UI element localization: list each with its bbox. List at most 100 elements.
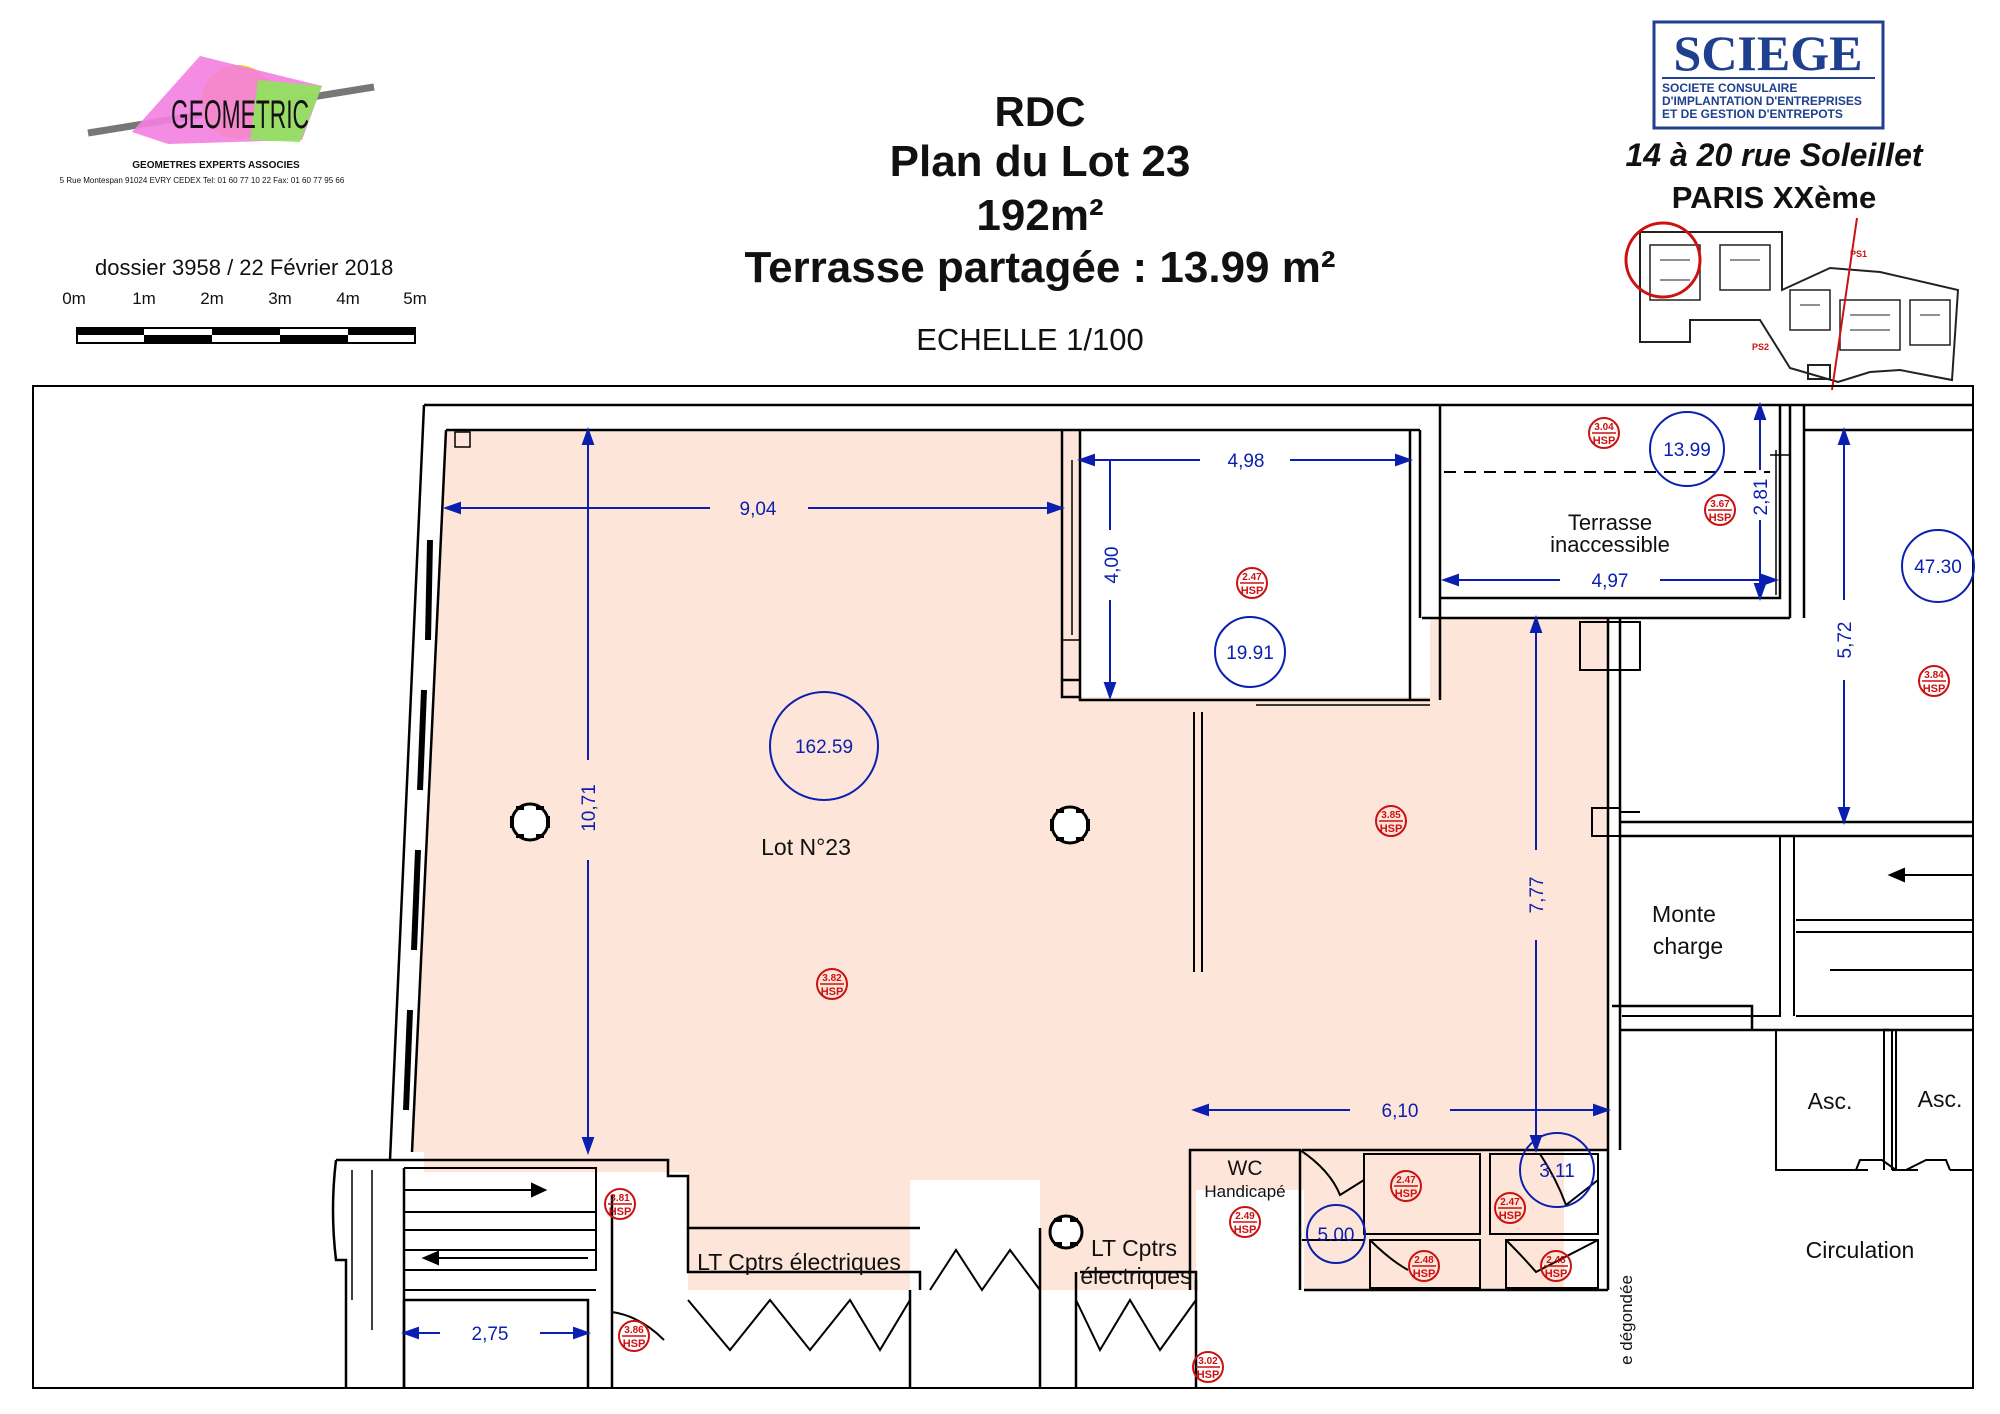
site-address: 14 à 20 rue Soleillet	[1625, 137, 1923, 173]
hsp-label: HSP	[609, 1206, 632, 1218]
site-city: PARIS XXème	[1672, 180, 1876, 215]
hsp-marker-circle	[1918, 665, 1950, 697]
hsp-value: 3.81	[610, 1193, 630, 1204]
terrace-label-2: inaccessible	[1550, 532, 1670, 557]
hsp-label: HSP	[1413, 1268, 1436, 1280]
hsp-label: HSP	[1709, 512, 1732, 524]
dossier-label: dossier 3958 / 22 Février 2018	[95, 255, 393, 280]
title-block: RDC Plan du Lot 23 192m² Terrasse partag…	[744, 88, 1335, 292]
area-label: 3.11	[1539, 1161, 1575, 1182]
hsp-value: 3.86	[624, 1325, 644, 1336]
hsp-marker-circle	[1408, 1250, 1440, 1282]
hsp-marker-circle	[1192, 1351, 1224, 1383]
scale-label: 1m	[132, 289, 156, 308]
hsp-label: HSP	[1545, 1268, 1568, 1280]
hsp-label: HSP	[1923, 683, 1946, 695]
logo-subtitle: GEOMETRES EXPERTS ASSOCIES	[132, 160, 300, 171]
logo-name: GEOMETRIC	[171, 93, 309, 137]
scale-label: 4m	[336, 289, 360, 308]
sciege-line3: ET DE GESTION D'ENTREPOTS	[1662, 107, 1843, 121]
sciege-line2: D'IMPLANTATION D'ENTREPRISES	[1662, 94, 1862, 108]
scale-label: 3m	[268, 289, 292, 308]
hsp-marker-circle	[1236, 567, 1268, 599]
hsp-value: 2.48	[1414, 1255, 1434, 1266]
site-mini-map: PS1 PS2	[1624, 217, 1960, 391]
hsp-marker-circle	[1390, 1170, 1422, 1202]
dimension-lines	[401, 402, 1851, 1340]
area-circle	[1214, 616, 1286, 688]
lot-label: Lot N°23	[761, 834, 851, 860]
area-circle	[1519, 1132, 1595, 1208]
hsp-label: HSP	[1499, 1210, 1522, 1222]
hsp-label: HSP	[1197, 1369, 1220, 1381]
lot-23-floor	[412, 430, 1608, 1290]
dim-label: 4,97	[1592, 571, 1629, 592]
door-note: e dégondée	[1617, 1275, 1636, 1365]
scale-label: 0m	[62, 289, 86, 308]
hsp-marker-circle	[1229, 1206, 1261, 1238]
title-level: RDC	[995, 88, 1086, 135]
dim-label: 5,72	[1835, 622, 1856, 659]
lt-room-label-2b: électriques	[1080, 1263, 1191, 1289]
hsp-marker-circle	[816, 968, 848, 1000]
dimension-labels: 9,04 4,98 4,00 10,71 2,81 4,97 5,72 7,77…	[472, 451, 1856, 1345]
hsp-marker-circle	[1375, 805, 1407, 837]
walls	[331, 403, 1974, 1388]
hsp-value: 3.67	[1710, 499, 1730, 510]
circulation-label: Circulation	[1806, 1237, 1915, 1263]
terrace-label-1: Terrasse	[1568, 510, 1652, 535]
title-terrace: Terrasse partagée : 13.99 m²	[744, 243, 1335, 292]
dim-label: 9,04	[740, 499, 777, 520]
area-circle	[1901, 529, 1975, 603]
hsp-label: HSP	[1241, 585, 1264, 597]
hsp-marker-circle	[618, 1320, 650, 1352]
hsp-label: HSP	[623, 1338, 646, 1350]
room-labels: Lot N°23 Terrasse inaccessible Monte cha…	[697, 510, 1962, 1365]
dim-label: 2,75	[472, 1324, 509, 1345]
plan-frame	[32, 385, 1974, 1389]
area-label: 13.99	[1663, 440, 1711, 461]
logo-green-shape	[250, 80, 322, 142]
hsp-value: 2.47	[1242, 572, 1262, 583]
sciege-logo: SCIEGE SOCIETE CONSULAIRE D'IMPLANTATION…	[1652, 20, 1885, 130]
area-circles	[769, 411, 1975, 1264]
dim-label: 10,71	[579, 784, 600, 832]
ps1-label: PS1	[1850, 249, 1867, 259]
logo-address: 5 Rue Montespan 91024 EVRY CEDEX Tel: 01…	[60, 176, 345, 185]
lt-room-label-1: LT Cptrs électriques	[697, 1249, 901, 1275]
title-scale: ECHELLE 1/100	[916, 322, 1143, 357]
hsp-value: 3.82	[822, 973, 842, 984]
hsp-value: 3.04	[1594, 422, 1614, 433]
hsp-value: 2.47	[1500, 1197, 1520, 1208]
hsp-marker-circle	[1540, 1250, 1572, 1282]
title-plan: Plan du Lot 23	[890, 137, 1191, 186]
area-label: 47.30	[1914, 557, 1962, 578]
area-circle	[1306, 1204, 1366, 1264]
lt-room-label-2a: LT Cptrs	[1091, 1235, 1177, 1261]
area-circle	[1649, 411, 1725, 487]
hsp-marker-circle	[1704, 494, 1736, 526]
hsp-value: 3.84	[1924, 670, 1944, 681]
scale-label: 5m	[403, 289, 427, 308]
hsp-label: HSP	[821, 986, 844, 998]
hsp-value: 2.47	[1396, 1175, 1416, 1186]
scale-label: 2m	[200, 289, 224, 308]
area-label: 19.91	[1226, 643, 1274, 664]
column-icon	[510, 802, 550, 842]
area-circle	[769, 691, 879, 801]
hsp-label: HSP	[1234, 1224, 1257, 1236]
area-labels: 162.59 19.91 13.99 47.30 5.00 3.11	[795, 440, 1962, 1246]
wc-label-1: WC	[1228, 1157, 1263, 1180]
